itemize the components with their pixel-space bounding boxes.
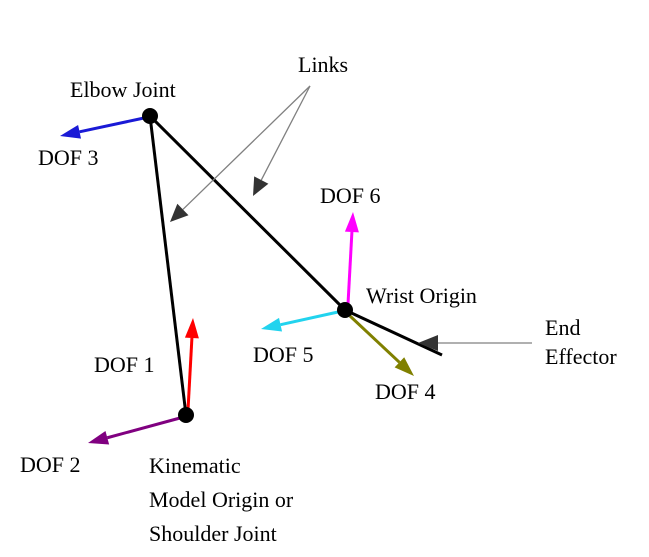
dof4-arrow-shaft xyxy=(348,314,401,364)
dof5-arrow-head xyxy=(261,317,283,332)
links-pointer-arrow-1-shaft xyxy=(182,85,311,210)
shoulder-label-3: Shoulder Joint xyxy=(149,521,277,546)
upper-arm-link xyxy=(148,115,188,416)
forearm-link xyxy=(148,114,347,312)
dof5-label: DOF 5 xyxy=(253,342,314,367)
wrist-origin xyxy=(337,302,353,318)
links-label: Links xyxy=(298,52,348,77)
links-pointer-arrow-2-head xyxy=(253,176,269,196)
shoulder-label-2: Model Origin or xyxy=(149,487,294,512)
wrist-origin-label: Wrist Origin xyxy=(366,283,477,308)
dof1-arrow-head xyxy=(184,318,199,339)
dof1-label: DOF 1 xyxy=(94,352,155,377)
dof2-label: DOF 2 xyxy=(20,452,81,477)
dof4-arrow-head xyxy=(394,357,414,376)
dof1-arrow-shaft xyxy=(186,337,194,411)
end-effector-label-2: Effector xyxy=(545,344,617,369)
dof3-label: DOF 3 xyxy=(38,145,99,170)
elbow-joint-label: Elbow Joint xyxy=(70,77,176,102)
links-pointer-arrow-2-shaft xyxy=(260,85,311,181)
dof6-arrow-shaft xyxy=(346,231,354,305)
dof6-arrow-head xyxy=(344,212,359,233)
dof5-arrow-shaft xyxy=(280,310,339,327)
dof3-arrow-head xyxy=(60,124,82,139)
end-effector-pointer-arrow-head xyxy=(418,335,438,351)
dof6-label: DOF 6 xyxy=(320,183,381,208)
shoulder-joint xyxy=(178,407,194,423)
dof2-arrow-head xyxy=(88,431,110,445)
dof3-arrow-shaft xyxy=(79,116,145,134)
links-pointer-arrow-1-head xyxy=(170,203,189,222)
end-effector-label-1: End xyxy=(545,315,580,340)
end-effector-link xyxy=(344,308,443,357)
dof4-label: DOF 4 xyxy=(375,379,436,404)
shoulder-label-1: Kinematic xyxy=(149,453,241,478)
elbow-joint xyxy=(142,108,158,124)
dof2-arrow-shaft xyxy=(106,416,181,440)
